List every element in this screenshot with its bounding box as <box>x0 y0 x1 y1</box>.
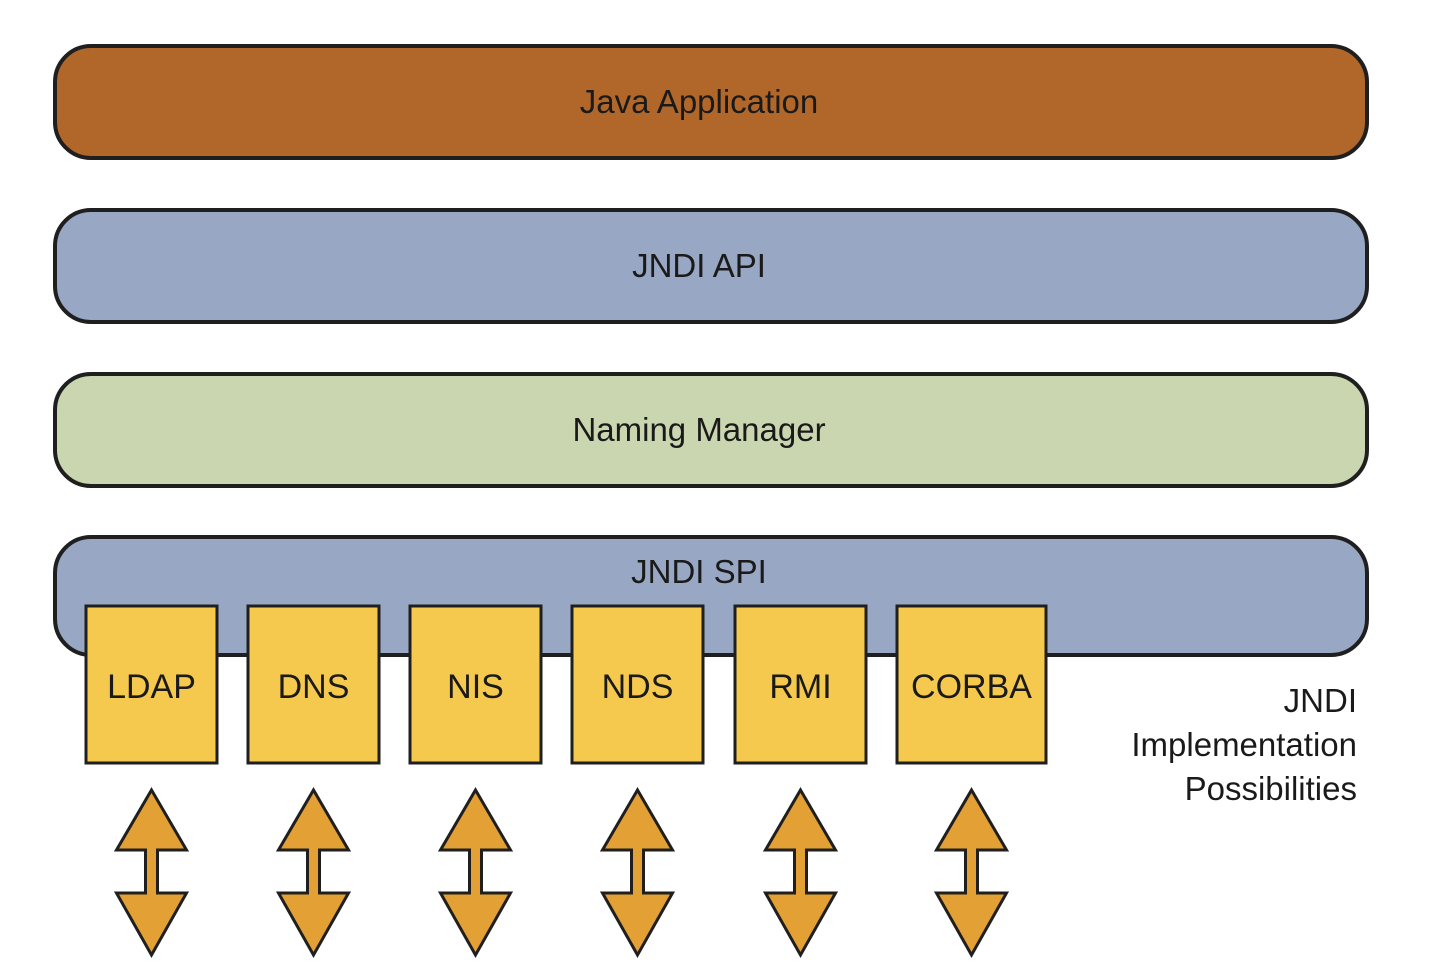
implementation-label: CORBA <box>911 668 1032 706</box>
layer-label: Java Application <box>580 83 819 120</box>
implementation-corba: CORBA <box>895 604 1048 765</box>
double-arrow-icon <box>933 787 1010 959</box>
double-arrow-icon <box>437 787 514 959</box>
implementation-label: DNS <box>278 668 350 706</box>
side-label-line: Implementation <box>1131 726 1357 763</box>
layer-label: JNDI API <box>632 247 766 284</box>
implementation-ldap: LDAP <box>84 604 219 765</box>
double-arrow-icon <box>762 787 839 959</box>
implementation-rmi: RMI <box>733 604 868 765</box>
implementation-nis: NIS <box>408 604 543 765</box>
layer-naming-manager: Naming Manager <box>53 372 1369 488</box>
implementation-label: NIS <box>447 668 504 706</box>
layer-java-application: Java Application <box>53 44 1369 160</box>
implementation-boxes: LDAP DNS NIS NDS RMI CORBA <box>84 604 1048 765</box>
implementation-label: RMI <box>769 668 831 706</box>
implementation-dns: DNS <box>246 604 381 765</box>
implementation-nds: NDS <box>570 604 705 765</box>
layer-label: JNDI SPI <box>631 553 767 590</box>
double-arrow-icon <box>113 787 190 959</box>
implementation-label: LDAP <box>107 668 196 706</box>
layer-jndi-api: JNDI API <box>53 208 1369 324</box>
double-arrow-icon <box>275 787 352 959</box>
side-label-line: JNDI <box>1284 682 1357 719</box>
side-label: JNDI Implementation Possibilities <box>1131 682 1357 807</box>
side-label-line: Possibilities <box>1185 770 1357 807</box>
implementation-label: NDS <box>602 668 674 706</box>
double-arrow-icon <box>599 787 676 959</box>
layer-label: Naming Manager <box>572 411 825 448</box>
arrows <box>113 787 1010 959</box>
